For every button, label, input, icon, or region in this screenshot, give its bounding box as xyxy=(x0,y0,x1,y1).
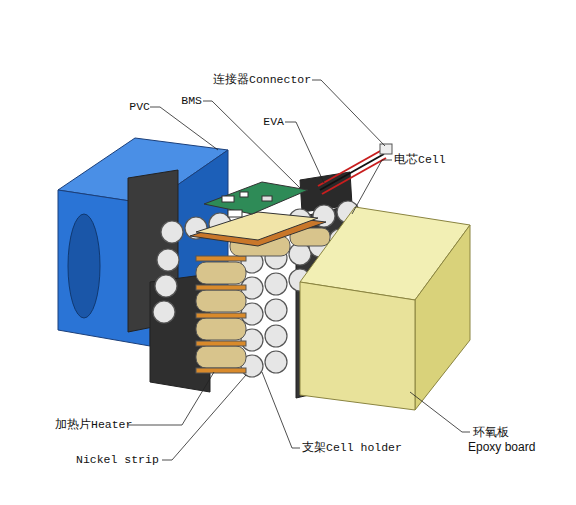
bms-board xyxy=(190,182,326,246)
part-label: BMS xyxy=(181,94,202,108)
part-label: EVA xyxy=(263,115,284,129)
part-label: 电芯Cell xyxy=(394,153,446,167)
part-label: PVC xyxy=(129,100,150,114)
part-label: 加热片Heater xyxy=(55,418,132,432)
epoxy-board xyxy=(300,207,470,410)
part-label: 连接器Connector xyxy=(213,73,311,87)
part-label: 环氧板 xyxy=(473,425,509,439)
leader-lines xyxy=(128,80,470,460)
part-label: Nickel strip xyxy=(76,453,159,467)
connector-wires xyxy=(318,144,392,194)
part-label: 支架Cell holder xyxy=(302,441,402,455)
part-label: Epoxy board xyxy=(468,440,535,454)
